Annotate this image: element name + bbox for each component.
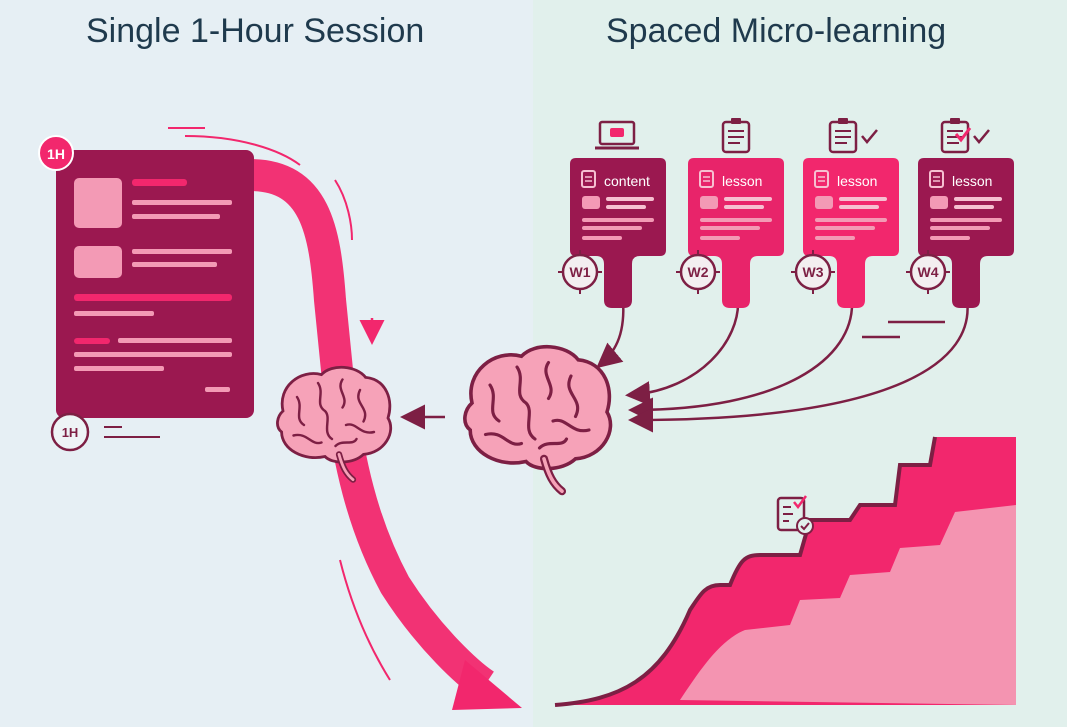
left-panel-title: Single 1-Hour Session: [86, 12, 425, 50]
document-icon: [814, 170, 829, 188]
clipboard-icon: [721, 118, 751, 154]
card-label: lesson: [952, 173, 992, 189]
badge-bottom: 1H: [50, 412, 160, 452]
badge-top: 1H: [38, 135, 74, 171]
brain-icon: [465, 347, 611, 491]
forgetting-flow-arrow: [168, 127, 522, 710]
document-icon: [581, 170, 596, 188]
week-label: W2: [688, 264, 709, 280]
clipboard-check-icon: [828, 118, 878, 154]
card-label: lesson: [722, 173, 762, 189]
document-icon: [699, 170, 714, 188]
week-label: W4: [918, 264, 939, 280]
week-label: W3: [803, 264, 824, 280]
card-label: content: [604, 173, 650, 189]
document-icon: [929, 170, 944, 188]
arrow-head: [452, 660, 522, 710]
right-panel-title: Spaced Micro-learning: [606, 12, 947, 50]
spaced-review-connectors: [596, 299, 969, 433]
laptop-icon: [595, 120, 639, 150]
brain-icon: [277, 367, 390, 479]
week-label: W1: [570, 264, 591, 280]
checklist-check-icon: [940, 118, 990, 154]
retention-staircase: [554, 436, 1016, 707]
session-document-card: [56, 150, 254, 418]
card-label: lesson: [837, 173, 877, 189]
svg-text:1H: 1H: [47, 146, 65, 162]
svg-text:1H: 1H: [62, 425, 79, 440]
checklist-icon: [776, 495, 814, 535]
